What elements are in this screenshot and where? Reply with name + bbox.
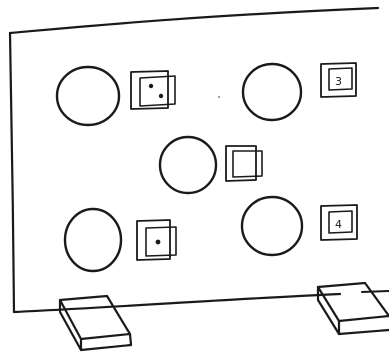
slot-bottom-right: 4 <box>242 197 357 255</box>
card-with-two-pips <box>131 71 175 109</box>
round-slot <box>243 64 301 120</box>
round-slot <box>160 137 216 193</box>
card-with-numeral-three: 3 <box>321 63 356 97</box>
slot-top-left <box>57 67 175 125</box>
card-numeral: 4 <box>335 218 342 231</box>
blank-card <box>226 146 262 181</box>
pip <box>156 240 161 245</box>
pip <box>159 94 163 98</box>
card-with-numeral-four: 4 <box>321 205 357 240</box>
board-panel <box>10 8 389 312</box>
card-with-one-pip <box>137 220 176 260</box>
slot-center <box>160 137 262 193</box>
round-slot <box>65 209 121 271</box>
round-slot <box>242 197 302 255</box>
left-foot <box>60 296 131 350</box>
round-slot <box>57 67 119 125</box>
pip <box>149 84 153 88</box>
ink-speck <box>218 96 220 98</box>
card-numeral: 3 <box>335 75 342 88</box>
slot-top-right: 3 <box>243 63 356 120</box>
slot-bottom-left <box>65 209 176 271</box>
